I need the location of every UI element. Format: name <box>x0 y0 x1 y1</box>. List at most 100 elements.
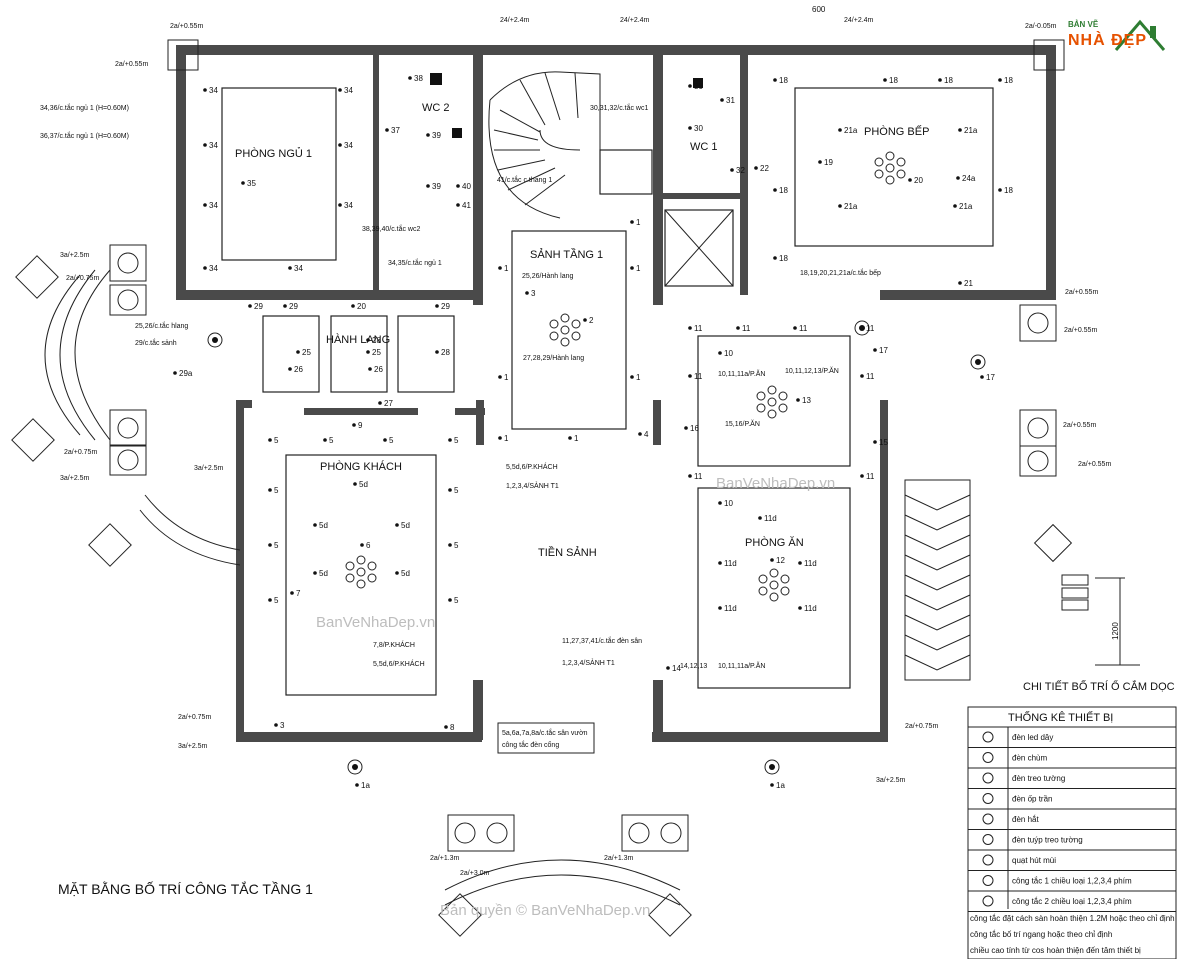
fixture-number: 5d <box>401 521 410 530</box>
annotation: 11,27,37,41/c.tắc đèn sân <box>562 636 642 645</box>
light-point-marker <box>688 374 692 378</box>
light-point-marker <box>838 204 842 208</box>
light-point-marker <box>368 367 372 371</box>
ceiling-lamps <box>207 73 986 775</box>
light-point-marker <box>283 304 287 308</box>
fixture-number: 21 <box>964 279 973 288</box>
elevation-tag: 2a/+1.3m <box>604 855 634 862</box>
annotation: 10,11,11a/P.ĂN <box>718 661 765 670</box>
light-point-marker <box>883 78 887 82</box>
elevation-tag: 3a/+2.5m <box>60 475 90 482</box>
fixture-number: 9 <box>358 421 363 430</box>
room-sanh-tang: SẢNH TẦNG 1 <box>530 248 603 261</box>
fixture-number: 35 <box>247 179 256 188</box>
fixture-number: 6 <box>366 541 371 550</box>
elevation-tag: 3a/+2.5m <box>876 777 906 784</box>
light-point-marker <box>448 438 452 442</box>
socket-detail: 1200 CHI TIẾT BỐ TRÍ Ổ CẮM DỌC <box>1023 577 1175 693</box>
fixture-number: 5 <box>329 436 334 445</box>
room-phong-an: PHÒNG ĂN <box>745 536 804 549</box>
annotation: 15,16/P.ĂN <box>725 419 760 428</box>
fixture-number: 17 <box>879 346 888 355</box>
fixture-number: 11 <box>694 324 703 333</box>
light-point-marker <box>203 88 207 92</box>
light-point-marker <box>998 188 1002 192</box>
light-point-marker <box>860 326 864 330</box>
annotation: công tắc đèn cổng <box>502 740 559 749</box>
elevation-tag: 2a/+0.55m <box>1063 422 1096 429</box>
light-point-marker <box>323 438 327 442</box>
fixture-number: 5d <box>319 521 328 530</box>
elevation-tag: 2a/+0.55m <box>170 23 203 30</box>
fixture-number: 15 <box>879 438 888 447</box>
light-point-marker <box>773 256 777 260</box>
fixture-number: 18 <box>944 76 953 85</box>
light-point-marker <box>395 571 399 575</box>
fixture-number: 3 <box>280 721 285 730</box>
light-point-marker <box>684 426 688 430</box>
fixture-number: 11 <box>799 324 808 333</box>
elevation-tag: 3a/+2.5m <box>60 252 90 259</box>
elevation-tag: 24/+2.4m <box>620 17 650 24</box>
light-point-marker <box>730 168 734 172</box>
light-point-marker <box>860 374 864 378</box>
fixture-number: 26 <box>294 365 303 374</box>
detail-dim: 1200 <box>1111 622 1120 640</box>
fixture-number: 16 <box>690 424 699 433</box>
drawing-title: MẶT BẰNG BỐ TRÍ CÔNG TẮC TẦNG 1 <box>58 880 313 897</box>
fixture-number: 5d <box>359 480 368 489</box>
light-point-marker <box>435 304 439 308</box>
annotation: 5a,6a,7a,8a/c.tắc sân vườn <box>502 728 588 737</box>
elevation-tag: 3a/+2.5m <box>178 743 208 750</box>
light-point-marker <box>498 266 502 270</box>
light-point-marker <box>718 561 722 565</box>
light-point-marker <box>353 482 357 486</box>
light-point-marker <box>720 98 724 102</box>
light-point-marker <box>352 423 356 427</box>
light-point-marker <box>313 523 317 527</box>
room-phong-khach: PHÒNG KHÁCH <box>320 460 402 473</box>
right-ramp <box>904 479 971 681</box>
light-point-marker <box>525 291 529 295</box>
fixture-number: 21a <box>844 126 858 135</box>
fixture-number: 26 <box>374 365 383 374</box>
chandelier-icon <box>982 752 994 763</box>
elevation-tag: 2a/+0.55m <box>1065 289 1098 296</box>
elevation-tag: 2a/+0.75m <box>66 275 99 282</box>
light-point-marker <box>268 488 272 492</box>
legend-row-label: đèn tuýp treo tường <box>1012 836 1083 845</box>
light-point-marker <box>630 266 634 270</box>
fixture-number: 25 <box>372 348 381 357</box>
fixture-number: 18 <box>779 186 788 195</box>
fixture-number: 8 <box>450 723 455 732</box>
light-point-marker <box>958 128 962 132</box>
elevation-tag: 3a/+2.5m <box>194 465 224 472</box>
fixture-number: 11 <box>742 324 751 333</box>
legend-row-label: quạt hút mùi <box>1012 856 1056 865</box>
fixture-number: 1a <box>776 781 785 790</box>
light-point-marker <box>718 351 722 355</box>
annotation: 7,8/P.KHÁCH <box>373 640 415 649</box>
fixture-number: 11 <box>866 324 875 333</box>
fixture-number: 14 <box>672 664 681 673</box>
light-point-marker <box>796 398 800 402</box>
light-point-marker <box>666 666 670 670</box>
fixture-number: 27 <box>384 399 393 408</box>
fixture-number: 40 <box>462 182 471 191</box>
fixture-number: 1 <box>504 264 509 273</box>
light-point-marker <box>688 474 692 478</box>
fixture-number: 34 <box>209 264 218 273</box>
elevation-tags: 2a/+0.55m 24/+2.4m 24/+2.4m 2a/-0.05m 3a… <box>60 5 1111 877</box>
elevation-tag: 2a/+1.3m <box>430 855 460 862</box>
light-point-marker <box>268 438 272 442</box>
led-light-icon <box>982 731 994 743</box>
fixture-number: 5d <box>401 569 410 578</box>
fixture-number: 30 <box>694 124 703 133</box>
fixture-number: 34 <box>344 86 353 95</box>
room-phong-ngu: PHÒNG NGỦ 1 <box>235 147 312 160</box>
light-point-marker <box>444 725 448 729</box>
legend-row-label: đèn ốp trần <box>1012 795 1052 804</box>
light-point-marker <box>908 178 912 182</box>
house-icon <box>1114 19 1166 51</box>
light-point-marker <box>568 436 572 440</box>
